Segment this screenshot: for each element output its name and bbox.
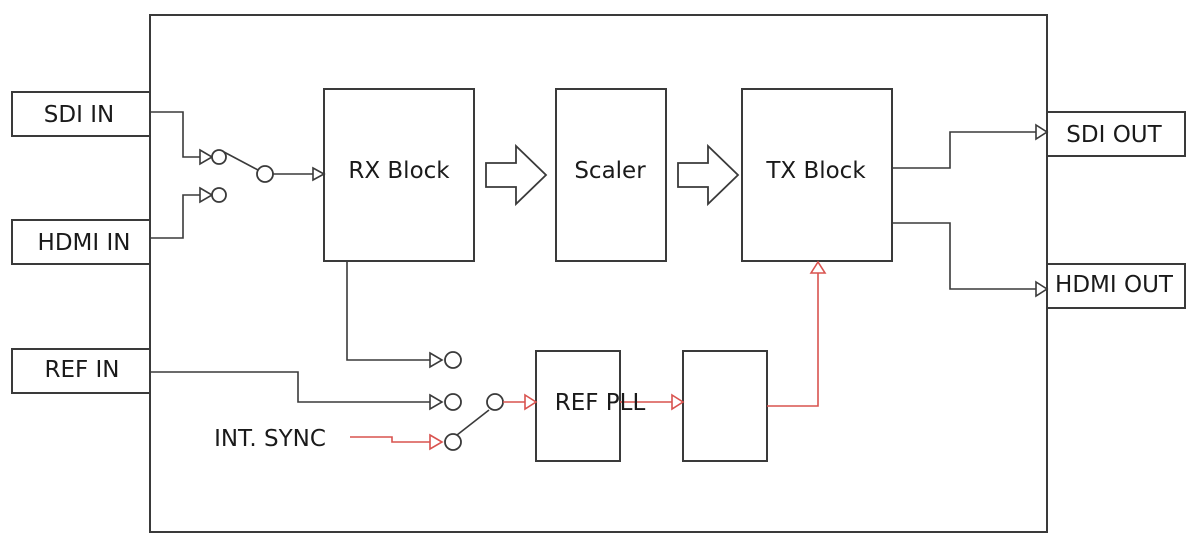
pll-block-arrowhead [671, 393, 685, 411]
rx-block-label: RX Block [348, 158, 450, 184]
ref-in-wire [150, 371, 430, 403]
ref-in-arrowhead [429, 393, 444, 411]
ref-switch-lever [456, 409, 490, 436]
sdi-in-box [11, 91, 151, 137]
tx-sync-arrowhead [809, 260, 827, 274]
pll-input-arrowhead [524, 393, 538, 411]
input-switch-lever [223, 151, 259, 171]
sdi-out-box [1046, 111, 1186, 157]
ref-switch-common [486, 393, 504, 411]
rx-input-arrowhead [312, 166, 326, 182]
tx-block-label: TX Block [765, 158, 866, 184]
tx-to-hdmi-out-wire [892, 222, 1036, 290]
ref-in-label: REF IN [44, 357, 119, 383]
int-sync-arrowhead [429, 433, 444, 451]
hdmi-in-label: HDMI IN [38, 230, 131, 256]
sdi-in-arrowhead [199, 148, 214, 166]
tx-to-sdi-out-wire [892, 131, 1036, 169]
sdi-out-arrowhead [1035, 123, 1049, 141]
ref-pll-block [535, 350, 621, 462]
hdmi-out-label: HDMI OUT [1055, 272, 1174, 298]
scaler-block [555, 88, 667, 262]
rx-ref-terminal [444, 351, 462, 369]
int-sync-terminal [444, 433, 462, 451]
ref-in-terminal [444, 393, 462, 411]
sdi-in-label: SDI IN [44, 102, 114, 128]
rx-ref-arrowhead [429, 351, 444, 369]
pll-to-tx-wire [767, 273, 819, 407]
sdi-out-label: SDI OUT [1066, 122, 1162, 148]
sdi-in-wire [150, 111, 200, 158]
hdmi-in-box [11, 219, 151, 265]
input-switch-common [256, 165, 274, 183]
rx-ref-tap-wire [346, 261, 430, 361]
hdmi-out-arrowhead [1035, 280, 1049, 298]
rx-block [323, 88, 475, 262]
hdmi-in-arrowhead [199, 186, 214, 204]
hdmi-out-box [1046, 263, 1186, 309]
ref-in-box [11, 348, 151, 394]
int-sync-wire [350, 436, 430, 443]
scaler-block-label: Scaler [574, 158, 646, 184]
int-sync-label: INT. SYNC [214, 426, 326, 452]
pll-output-block [682, 350, 768, 462]
tx-block [741, 88, 893, 262]
hdmi-switch-terminal [211, 187, 227, 203]
hdmi-in-wire [150, 194, 200, 239]
rx-to-scaler-arrow [485, 143, 548, 207]
ref-pll-label: REF PLL [555, 390, 646, 416]
scaler-to-tx-arrow [677, 143, 740, 207]
sdi-switch-terminal [211, 149, 227, 165]
